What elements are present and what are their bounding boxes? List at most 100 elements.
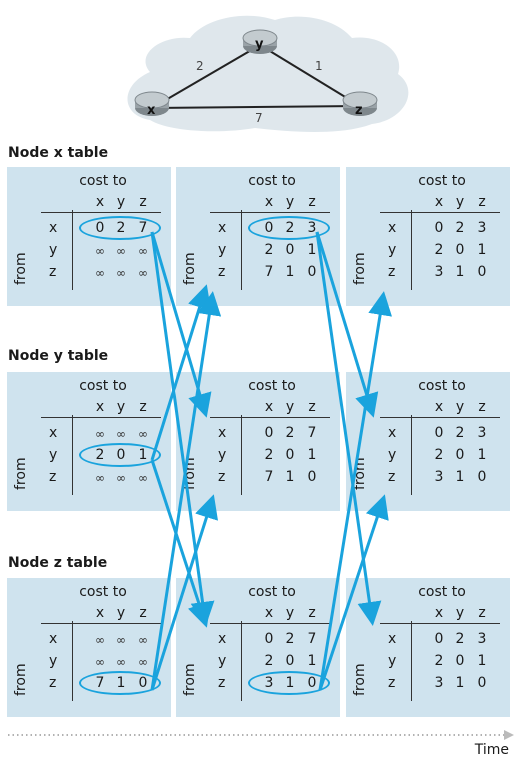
router-label-y: y [255, 37, 264, 52]
table-cell: ∞ [138, 266, 148, 280]
from-label: from [182, 252, 198, 285]
table-cell: 1 [307, 447, 317, 463]
table-cell: 3 [434, 469, 444, 485]
table-cell: 0 [455, 447, 465, 463]
row-header: y [388, 447, 397, 463]
table-cell: 2 [434, 242, 444, 258]
table-divider-vertical [241, 210, 243, 290]
table-cell: 2 [285, 425, 295, 441]
link-x-z [151, 105, 361, 109]
cost-to-label: cost to [248, 173, 296, 189]
table-cell: ∞ [116, 266, 126, 280]
time-axis [8, 730, 514, 740]
from-label: from [352, 663, 368, 696]
highlight-ellipse [79, 216, 161, 240]
highlight-ellipse [248, 671, 330, 695]
highlight-ellipse [79, 443, 161, 467]
row-header: z [218, 675, 226, 691]
table-divider-vertical [72, 210, 74, 290]
row-header: x [49, 631, 58, 647]
table-cell: 3 [477, 631, 487, 647]
table-cell: 1 [477, 242, 487, 258]
table-cell: 0 [477, 264, 487, 280]
table-cell: 1 [307, 653, 317, 669]
table-cell: 0 [434, 425, 444, 441]
row-header: x [49, 220, 58, 236]
from-label: from [13, 457, 29, 490]
column-header: x [434, 605, 444, 621]
table-cell: ∞ [138, 427, 148, 441]
column-header: z [308, 399, 316, 415]
cost-to-label: cost to [418, 378, 466, 394]
table-cell: 3 [434, 675, 444, 691]
table-cell: 7 [307, 631, 317, 647]
table-cell: 1 [455, 469, 465, 485]
column-header: z [308, 194, 316, 210]
row-header: z [49, 264, 57, 280]
row-header: x [388, 425, 397, 441]
table-cell: 1 [307, 242, 317, 258]
cost-to-label: cost to [248, 584, 296, 600]
cost-to-label: cost to [79, 584, 127, 600]
table-cell: ∞ [95, 427, 105, 441]
column-header: z [139, 399, 147, 415]
table-cell: ∞ [95, 266, 105, 280]
column-header: y [116, 194, 126, 210]
column-header: z [478, 399, 486, 415]
column-header: z [308, 605, 316, 621]
table-divider-horizontal [380, 417, 500, 419]
from-label: from [182, 663, 198, 696]
row-header: z [388, 469, 396, 485]
network-cloud [127, 15, 409, 133]
column-header: z [478, 194, 486, 210]
from-label: from [13, 663, 29, 696]
column-header: y [285, 399, 295, 415]
table-cell: ∞ [95, 633, 105, 647]
table-cell: 7 [264, 264, 274, 280]
edge-cost-y-z: 1 [315, 59, 323, 73]
table-cell: 7 [307, 425, 317, 441]
table-cell: 3 [434, 264, 444, 280]
row-header: x [388, 631, 397, 647]
column-header: x [264, 194, 274, 210]
row-header: x [49, 425, 58, 441]
table-divider-horizontal [41, 212, 161, 214]
row-header: y [388, 242, 397, 258]
table-cell: 0 [434, 220, 444, 236]
column-header: x [434, 194, 444, 210]
row-header: z [218, 469, 226, 485]
table-cell: 1 [477, 447, 487, 463]
table-divider-vertical [411, 621, 413, 701]
cost-to-label: cost to [79, 173, 127, 189]
column-header: x [95, 605, 105, 621]
table-divider-horizontal [380, 212, 500, 214]
link-x-y [151, 44, 261, 109]
table-cell: 2 [455, 631, 465, 647]
row-header: z [388, 264, 396, 280]
row-header: y [388, 653, 397, 669]
column-header: x [264, 605, 274, 621]
table-cell: ∞ [116, 244, 126, 258]
from-label: from [352, 252, 368, 285]
table-cell: 0 [455, 653, 465, 669]
table-cell: 0 [307, 264, 317, 280]
column-header: y [116, 399, 126, 415]
row-header: y [218, 242, 227, 258]
table-cell: ∞ [95, 655, 105, 669]
table-cell: 2 [434, 653, 444, 669]
column-header: z [139, 194, 147, 210]
table-cell: 3 [477, 220, 487, 236]
table-cell: 0 [455, 242, 465, 258]
table-cell: 0 [434, 631, 444, 647]
table-cell: ∞ [116, 427, 126, 441]
table-divider-horizontal [210, 212, 330, 214]
link-y-z [259, 44, 361, 107]
table-divider-vertical [72, 415, 74, 495]
table-cell: 2 [285, 631, 295, 647]
